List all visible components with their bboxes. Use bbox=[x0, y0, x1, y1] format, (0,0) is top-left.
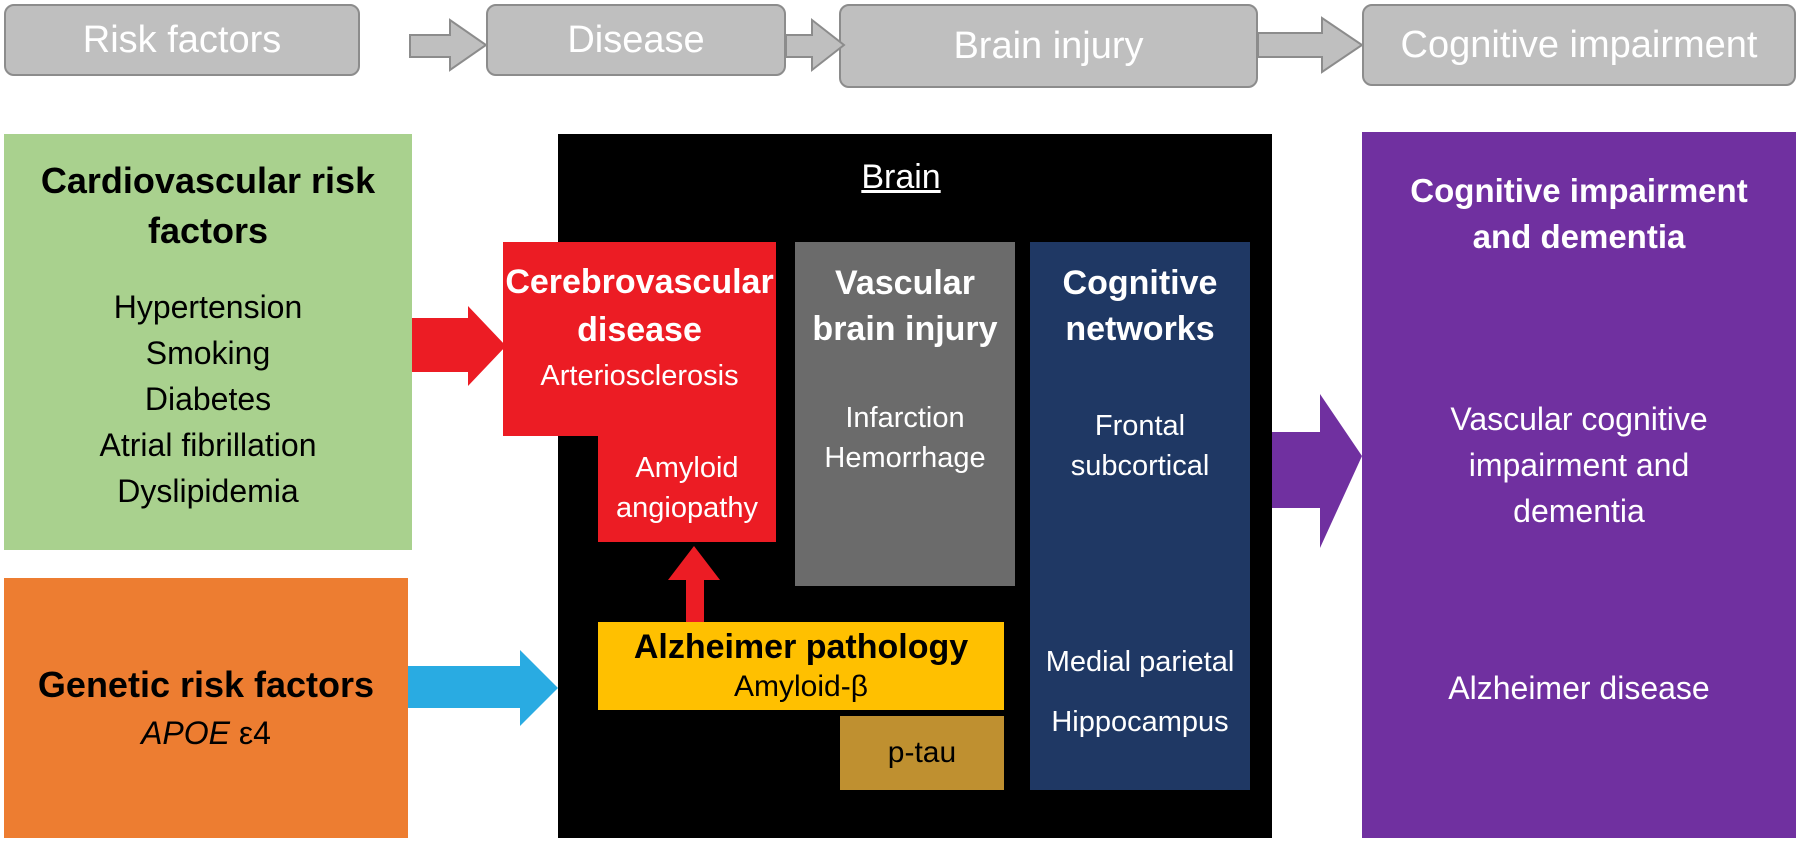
stage-arrow-2 bbox=[785, 17, 846, 73]
alzheimer-pathology-title: Alzheimer pathology bbox=[633, 628, 969, 666]
stage-arrow-1 bbox=[409, 18, 488, 72]
vascular-item: Hemorrhage bbox=[824, 442, 986, 474]
cardiovascular-risk-box: Cardiovascular risk factors Hypertension… bbox=[4, 134, 412, 550]
outcome-box bbox=[1362, 132, 1796, 838]
cerebro-item-arteriosclerosis: Arteriosclerosis bbox=[540, 360, 739, 392]
cerebro-title: Cerebrovascular disease bbox=[505, 263, 774, 349]
stage-label: Risk factors bbox=[82, 18, 282, 61]
network-frontal-subcortical: Frontal subcortical bbox=[1070, 410, 1210, 482]
cerebro-item-angiopathy: Amyloid angiopathy bbox=[616, 452, 758, 524]
risk-item: Atrial fibrillation bbox=[99, 427, 317, 463]
vascular-injury-title: Vascular brain injury bbox=[812, 264, 998, 348]
alzheimer-item-amyloid: Amyloid-β bbox=[734, 670, 868, 703]
stage-arrow-3 bbox=[1257, 16, 1364, 74]
outcome-vascular-dementia: Vascular cognitive impairment and dement… bbox=[1450, 401, 1708, 529]
stage-cognitive-impairment: Cognitive impairment bbox=[1362, 4, 1796, 86]
genetic-risk-gene: APOE ε4 bbox=[141, 710, 271, 756]
cognitive-networks-header: Cognitive networks Frontal subcortical bbox=[1030, 260, 1250, 486]
cognitive-networks-title: Cognitive networks bbox=[1062, 264, 1218, 348]
vascular-injury-items: Infarction Hemorrhage bbox=[824, 398, 985, 478]
alzheimer-pathology-box: Alzheimer pathology Amyloid-β bbox=[598, 622, 1004, 710]
stage-label: Cognitive impairment bbox=[1400, 23, 1758, 66]
genetic-risk-box: Genetic risk factors APOE ε4 bbox=[4, 578, 408, 838]
stage-risk-factors: Risk factors bbox=[4, 4, 360, 76]
network-hippocampus: Hippocampus bbox=[1051, 706, 1229, 738]
gene-allele: ε4 bbox=[229, 715, 271, 751]
cardiovascular-risk-list: Hypertension Smoking Diabetes Atrial fib… bbox=[100, 284, 317, 514]
ptau-box: p-tau bbox=[840, 716, 1004, 790]
risk-item: Hypertension bbox=[113, 289, 303, 325]
cerebro-bottom-block bbox=[598, 436, 776, 542]
risk-item: Smoking bbox=[145, 335, 271, 371]
cerebro-top-block bbox=[503, 242, 776, 436]
gene-name: APOE bbox=[141, 715, 230, 751]
risk-item: Diabetes bbox=[144, 381, 272, 417]
risk-item: Dyslipidemia bbox=[117, 473, 299, 509]
stage-label: Disease bbox=[567, 18, 705, 61]
network-medial-parietal: Medial parietal bbox=[1045, 646, 1235, 678]
outcome-alzheimer-disease: Alzheimer disease bbox=[1448, 670, 1710, 706]
stage-brain-injury: Brain injury bbox=[839, 4, 1258, 88]
stage-label: Brain injury bbox=[953, 24, 1144, 67]
cerebro-text: Cerebrovascular disease Arteriosclerosis bbox=[503, 258, 776, 394]
vascular-injury-box: Vascular brain injury Infarction Hemorrh… bbox=[795, 242, 1015, 586]
outcome-title: Cognitive impairment and dementia bbox=[1410, 172, 1748, 255]
cognitive-networks-box bbox=[1030, 242, 1250, 790]
brain-title: Brain bbox=[861, 158, 941, 196]
vascular-item: Infarction bbox=[845, 402, 965, 434]
genetic-risk-title: Genetic risk factors bbox=[37, 664, 375, 705]
stage-disease: Disease bbox=[486, 4, 786, 76]
alzheimer-item-ptau: p-tau bbox=[887, 736, 957, 769]
cardiovascular-risk-title: Cardiovascular risk factors bbox=[40, 160, 376, 251]
